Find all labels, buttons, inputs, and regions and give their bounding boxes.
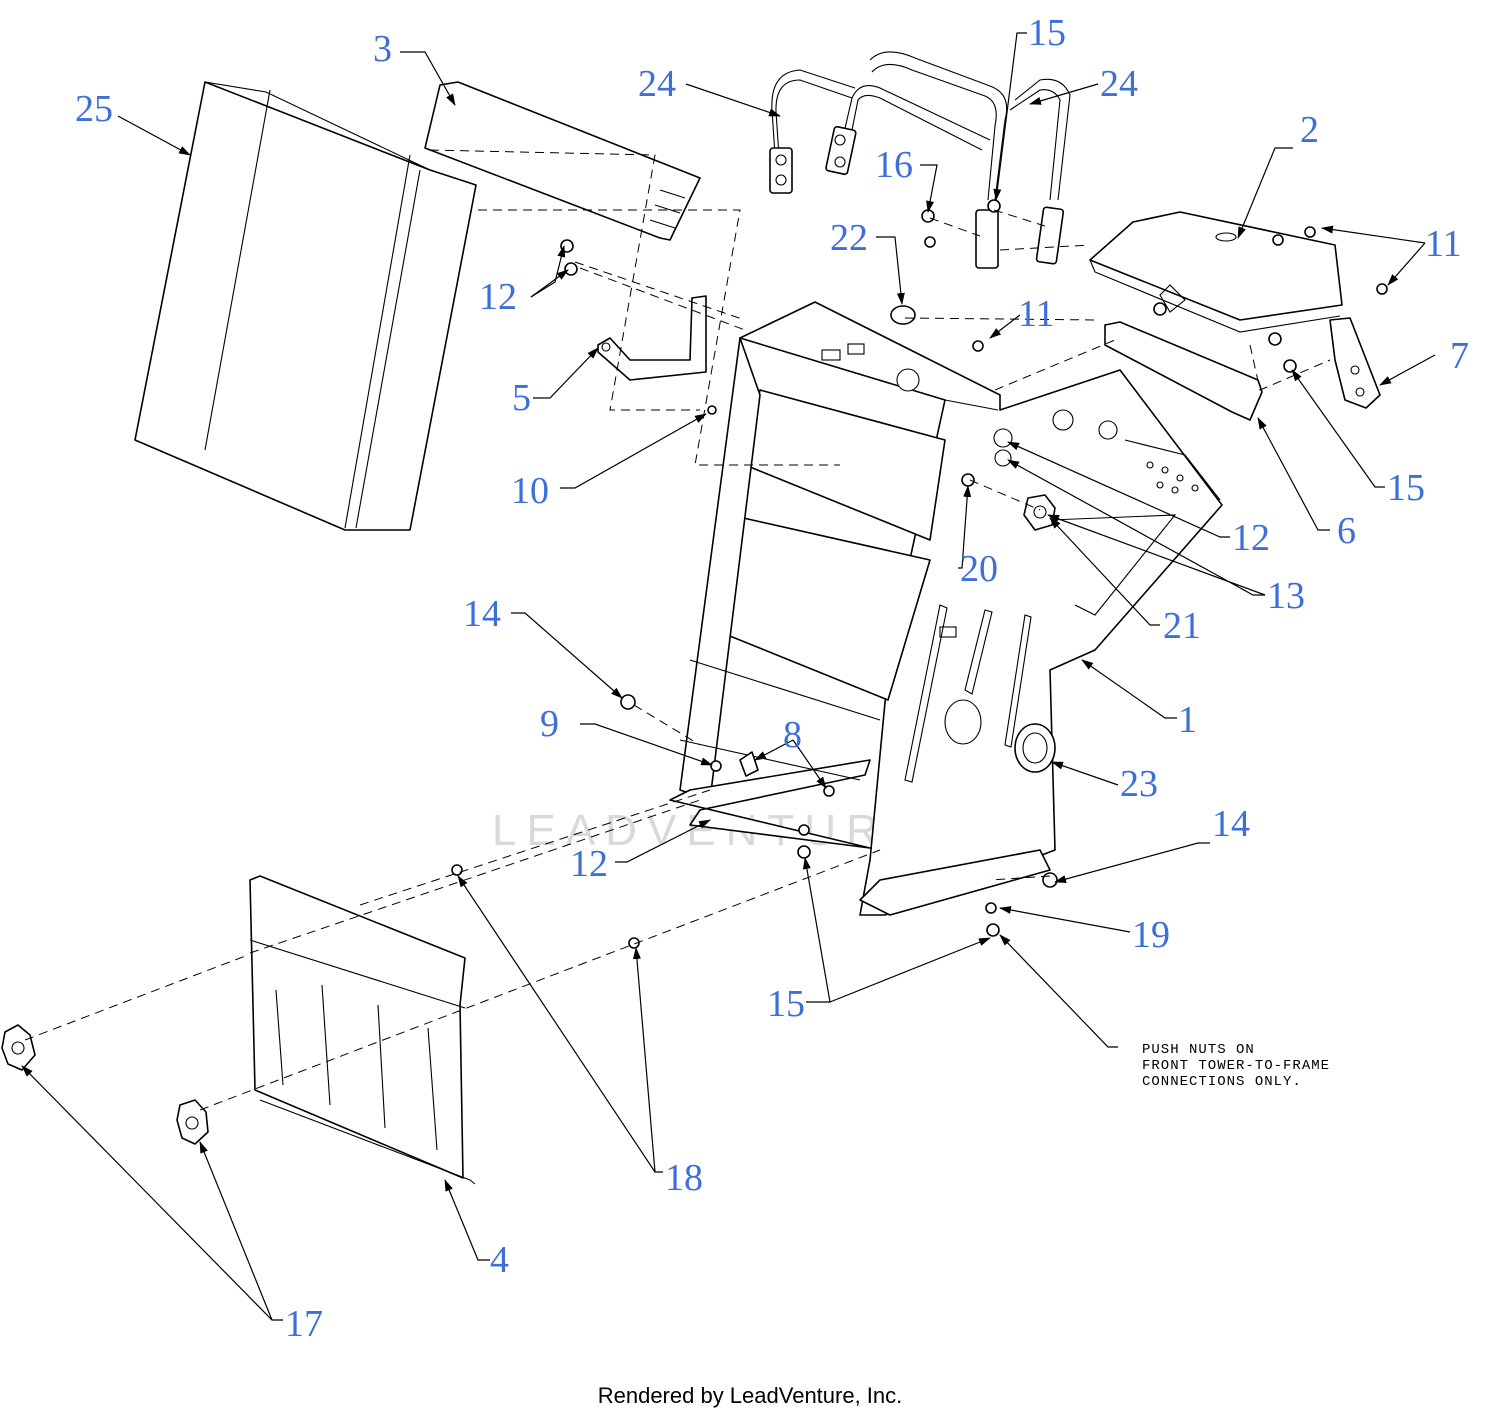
part-4-panel	[249, 875, 476, 1185]
part-2-panel	[1089, 211, 1343, 333]
callout-25: 25	[75, 88, 113, 130]
part-6-strip	[1104, 321, 1263, 421]
callout-11a: 11	[1425, 223, 1462, 265]
note-line-3: CONNECTIONS ONLY.	[1142, 1074, 1302, 1090]
callout-22: 22	[830, 217, 868, 259]
note-line-2: FRONT TOWER-TO-FRAME	[1142, 1058, 1330, 1074]
callout-1: 1	[1178, 699, 1197, 741]
part-3-plate	[424, 81, 701, 241]
callout-24b: 24	[1100, 63, 1138, 105]
callout-2: 2	[1300, 109, 1319, 151]
callout-20: 20	[960, 548, 998, 590]
callout-3: 3	[373, 28, 392, 70]
callout-8: 8	[783, 714, 802, 756]
callout-14b: 14	[1212, 803, 1250, 845]
part-5-bracket	[597, 295, 707, 381]
callout-15a: 15	[1028, 12, 1066, 54]
callout-11b: 11	[1018, 293, 1055, 335]
callout-17: 17	[285, 1303, 323, 1345]
callout-15c: 15	[767, 983, 805, 1025]
callout-6: 6	[1337, 510, 1356, 552]
callout-10: 10	[511, 470, 549, 512]
hardware	[1, 199, 1388, 1145]
part-1-tower	[669, 301, 1223, 916]
callout-23: 23	[1120, 763, 1158, 805]
callout-4: 4	[490, 1239, 509, 1281]
callout-12b: 12	[1232, 517, 1270, 559]
callout-12a: 12	[479, 276, 517, 318]
callout-19: 19	[1132, 914, 1170, 956]
callout-21: 21	[1163, 605, 1201, 647]
callout-14a: 14	[463, 593, 501, 635]
callout-labels: 1 2 3 4 5 6 7 8 9 10 11 11 12 12 12 13 1…	[75, 12, 1469, 1345]
part-25-cover	[134, 81, 477, 531]
part-7-bracket	[1329, 317, 1381, 409]
leader-lines	[21, 32, 1436, 1321]
callout-24a: 24	[638, 63, 676, 105]
footer-credit: Rendered by LeadVenture, Inc.	[597, 1383, 903, 1408]
note-line-1: PUSH NUTS ON	[1142, 1042, 1255, 1058]
alignment-lines	[24, 149, 1331, 1111]
callout-7: 7	[1450, 335, 1469, 377]
push-nuts-note: PUSH NUTS ON FRONT TOWER-TO-FRAME CONNEC…	[1142, 1042, 1330, 1090]
callout-16: 16	[875, 144, 913, 186]
part-24-handles	[769, 51, 1071, 269]
callout-13: 13	[1267, 575, 1305, 617]
callout-5: 5	[512, 377, 531, 419]
callout-18: 18	[665, 1157, 703, 1199]
callout-12c: 12	[570, 843, 608, 885]
callout-9: 9	[540, 703, 559, 745]
callout-15b: 15	[1387, 467, 1425, 509]
